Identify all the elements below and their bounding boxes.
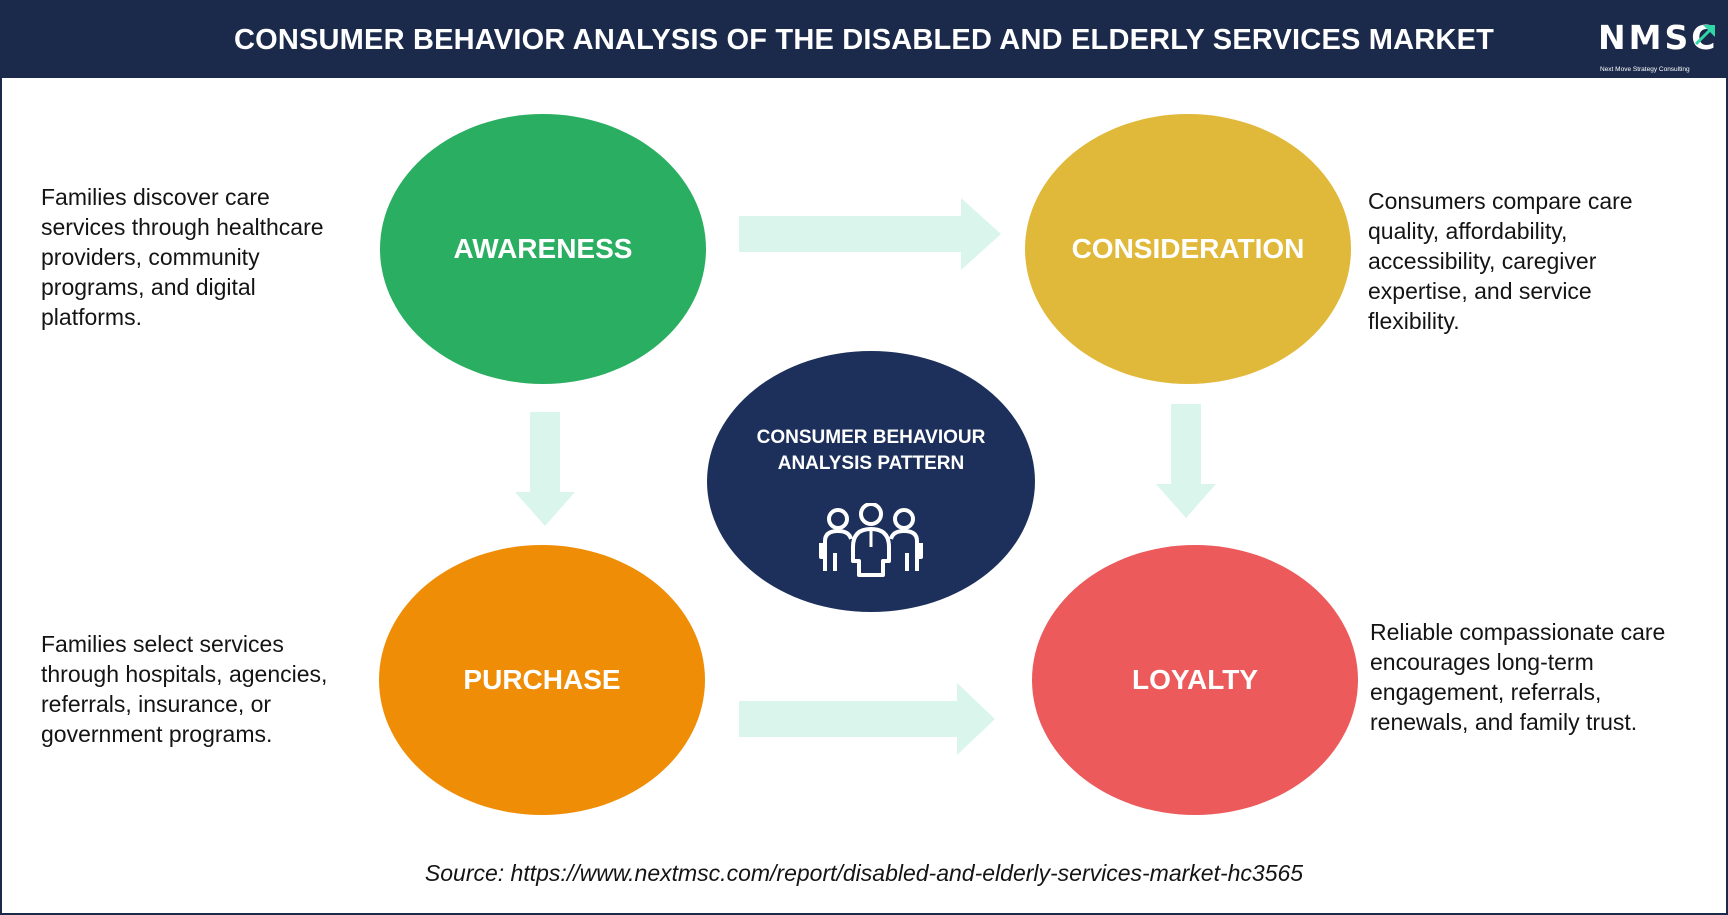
brand-logo: NMSC Next Move Strategy Consulting: [1592, 20, 1720, 78]
center-title: CONSUMER BEHAVIOUR ANALYSIS PATTERN: [756, 427, 986, 474]
stage-consideration-circle: CONSIDERATION: [1025, 114, 1351, 384]
stage-purchase-description: Families select services through hospita…: [41, 631, 328, 747]
arrow-mark-icon: [1694, 24, 1716, 46]
stage-purchase-circle: PURCHASE: [379, 545, 705, 815]
stage-purchase-label: PURCHASE: [463, 664, 621, 695]
stage-awareness-circle: AWARENESS: [380, 114, 706, 384]
logo-tagline: Next Move Strategy Consulting: [1600, 66, 1690, 73]
arrow-awareness-to-consideration: [739, 198, 1001, 270]
stage-loyalty-description: Reliable compassionate care encourages l…: [1370, 619, 1666, 735]
stage-awareness-description: Families discover care services through …: [41, 184, 324, 330]
arrow-consideration-to-loyalty: [1156, 404, 1216, 518]
stage-awareness-label: AWARENESS: [453, 233, 633, 264]
stage-loyalty-circle: LOYALTY: [1032, 545, 1358, 815]
stage-consideration-label: CONSIDERATION: [1071, 233, 1305, 264]
arrow-awareness-to-purchase: [515, 412, 575, 526]
arrow-purchase-to-loyalty: [739, 683, 995, 755]
source-citation: Source: https://www.nextmsc.com/report/d…: [424, 860, 1304, 886]
stage-loyalty-label: LOYALTY: [1131, 664, 1258, 695]
center-circle: CONSUMER BEHAVIOUR ANALYSIS PATTERN: [707, 351, 1035, 612]
page-title: CONSUMER BEHAVIOR ANALYSIS OF THE DISABL…: [233, 24, 1495, 56]
stage-consideration-description: Consumers compare care quality, affordab…: [1368, 188, 1633, 334]
header-bar: CONSUMER BEHAVIOR ANALYSIS OF THE DISABL…: [2, 2, 1726, 78]
logo-text: NMSC: [1598, 18, 1719, 57]
people-group-icon: [819, 503, 923, 577]
